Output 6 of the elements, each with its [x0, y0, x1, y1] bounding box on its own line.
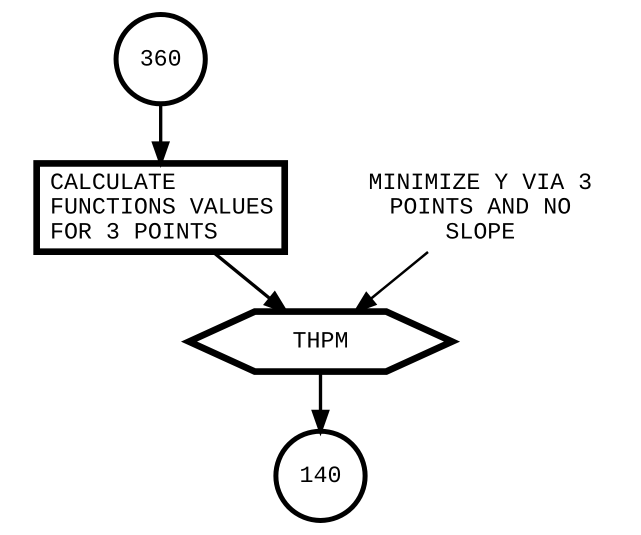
- node-box: CALCULATE FUNCTIONS VALUES FOR 3 POINTS: [33, 160, 288, 255]
- arrow: [311, 372, 330, 436]
- node-text: MINIMIZE Y VIA 3 POINTS AND NO SLOPE: [368, 170, 592, 246]
- arrow: [151, 104, 170, 168]
- node-circle: 140: [273, 428, 368, 523]
- node-circle: 360: [114, 12, 208, 106]
